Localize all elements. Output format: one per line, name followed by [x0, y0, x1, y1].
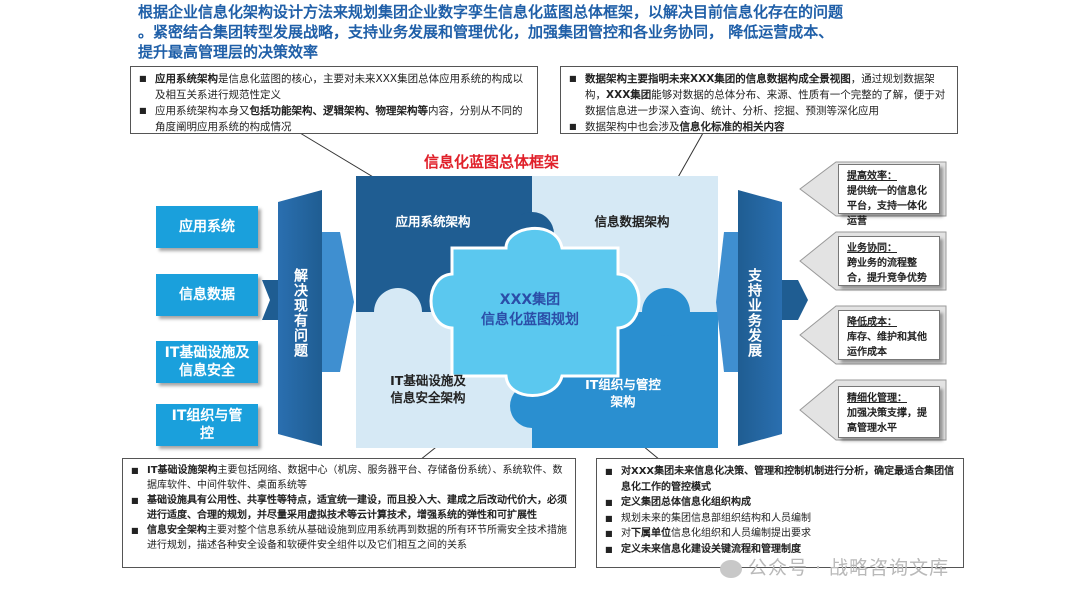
note-item: 数据架构中也会涉及信息化标准的相关内容	[569, 119, 949, 135]
right-arrow-tail	[782, 280, 808, 320]
note-item: 应用系统架构是信息化蓝图的核心，主要对未来XXX集团总体应用系统的构成以及相互关…	[139, 71, 529, 103]
quadrant-data-architecture: 信息数据架构	[594, 214, 670, 229]
page-header: 根据企业信息化架构设计方法来规划集团企业数字孪生信息化蓝图总体框架，以解决目前信…	[138, 2, 1038, 62]
it-org-note: 对XXX集团未来信息化决策、管理和控制机制进行分析，确定最适合集团信息化工作的管…	[596, 458, 964, 568]
note-item: IT基础设施架构主要包括网络、数据中心（机房、服务器平台、存储备份系统）、系统软…	[131, 463, 567, 493]
note-item: 规划未来的集团信息部组织结构和人员编制	[605, 511, 955, 527]
header-line-2: 。紧密结合集团转型发展战略，支持业务发展和管理优化，加强集团管控和各业务协同， …	[138, 23, 834, 41]
note-item: 应用系统架构本身又包括功能架构、逻辑架构、物理架构等内容，分别从不同的角度阐明应…	[139, 103, 529, 135]
left-arrow-shaft	[278, 190, 322, 446]
puzzle-center	[429, 226, 641, 397]
puzzle-knob-left	[374, 288, 422, 336]
note-item: 对下属单位信息化组织和人员编制提出要求	[605, 526, 955, 542]
quadrant-it-org-architecture: IT组织与管控架构	[585, 377, 661, 409]
puzzle-framework	[356, 176, 718, 448]
left-arrow	[262, 190, 354, 446]
note-item: 信息安全架构主要对整个信息系统从基础设施到应用系统再到数据的所有环节所需安全技术…	[131, 523, 567, 553]
right-arrow	[716, 190, 808, 446]
left-item-info-data: 信息数据	[156, 274, 258, 316]
watermark: 公众号 · 战略咨询文库	[720, 553, 949, 580]
left-arrow-label: 解决现有问题	[292, 268, 308, 358]
quadrant-app-architecture: 应用系统架构	[395, 214, 471, 229]
note-item: 基础设施具有公用性、共享性等特点，适宜统一建设，而且投入大、建成之后改动代价大，…	[131, 493, 567, 523]
right-item-lean: 精细化管理：加强决策支撑，提高管理水平	[838, 386, 940, 438]
left-item-it-org: IT组织与管控	[156, 404, 258, 446]
center-label: XXX集团信息化蓝图规划	[481, 292, 579, 328]
puzzle-knob-right	[642, 288, 690, 336]
note-item: 数据架构主要指明未来XXX集团的信息数据构成全景视图，通过规划数据架构，XXX集…	[569, 71, 949, 119]
right-item-cost: 降低成本：库存、维护和其他运作成本	[838, 310, 940, 360]
left-item-it-infra: IT基础设施及信息安全	[156, 341, 258, 383]
it-infra-note: IT基础设施架构主要包括网络、数据中心（机房、服务器平台、存储备份系统）、系统软…	[122, 458, 576, 568]
left-arrow-head	[322, 232, 354, 372]
note-item: 定义未来信息化建设关键流程和管理制度	[605, 542, 955, 558]
quadrant-it-infra-architecture: IT基础设施及信息安全架构	[390, 373, 466, 405]
right-item-efficiency: 提高效率：提供统一的信息化平台，支持一体化运营	[838, 164, 940, 227]
wechat-icon	[720, 559, 742, 578]
header-line-3: 提升最高管理层的决策效率	[138, 43, 319, 61]
right-arrow-shaft	[738, 190, 782, 446]
right-item-synergy: 业务协同：跨业务的流程整合，提升竞争优势	[838, 236, 940, 286]
left-arrow-tail	[262, 280, 278, 320]
data-architecture-note: 数据架构主要指明未来XXX集团的信息数据构成全景视图，通过规划数据架构，XXX集…	[560, 66, 958, 135]
right-arrow-label: 支持业务发展	[746, 268, 762, 358]
diagram-title: 信息化蓝图总体框架	[424, 153, 560, 171]
app-architecture-note: 应用系统架构是信息化蓝图的核心，主要对未来XXX集团总体应用系统的构成以及相互关…	[130, 66, 538, 134]
note-item: 对XXX集团未来信息化决策、管理和控制机制进行分析，确定最适合集团信息化工作的管…	[605, 464, 955, 495]
right-arrow-head	[716, 232, 738, 372]
note-item: 定义集团总体信息化组织构成	[605, 495, 955, 511]
left-item-app-system: 应用系统	[156, 206, 258, 248]
header-line-1: 根据企业信息化架构设计方法来规划集团企业数字孪生信息化蓝图总体框架，以解决目前信…	[138, 3, 844, 21]
